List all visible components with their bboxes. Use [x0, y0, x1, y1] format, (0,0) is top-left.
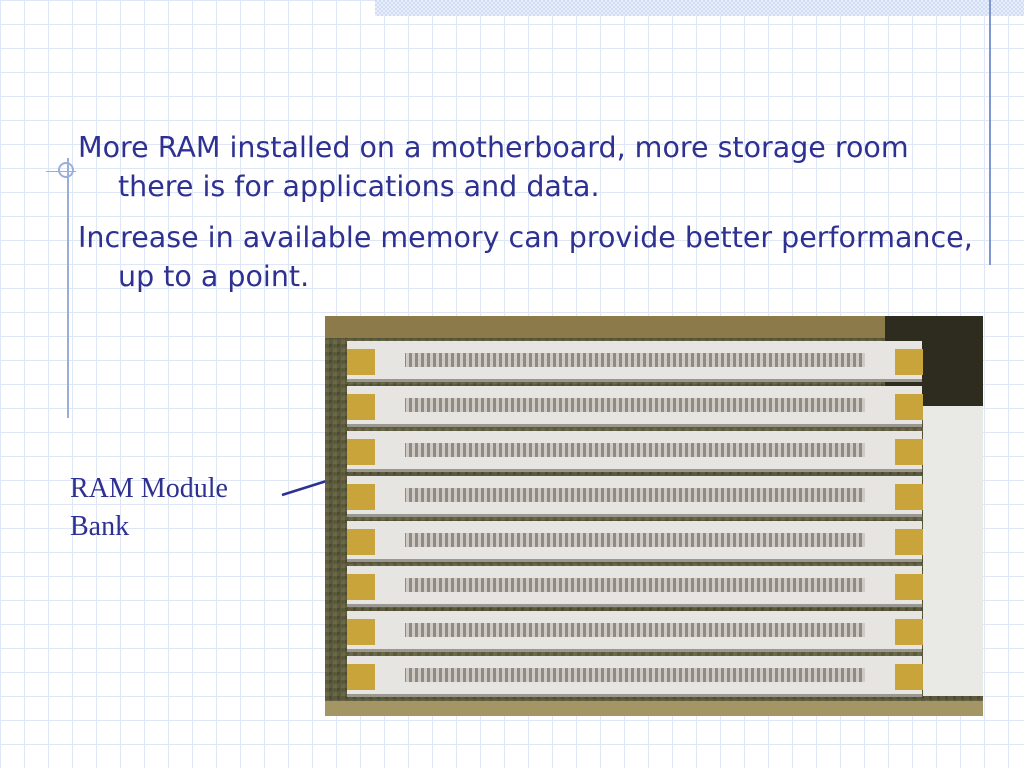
bullet-item: More RAM installed on a motherboard, mor… [78, 131, 909, 203]
decor-circle-icon [58, 162, 74, 178]
ram-slots [347, 341, 923, 697]
photo-caption: RAM Module Bank [70, 470, 290, 546]
bullet-list: More RAM installed on a motherboard, mor… [78, 128, 978, 308]
decor-vertical-line-right [989, 0, 991, 265]
bullet-item: Increase in available memory can provide… [78, 221, 973, 293]
decor-vertical-line-left [67, 158, 69, 418]
header-band [375, 0, 1024, 16]
caption-line-2: Bank [70, 511, 130, 542]
caption-line-1: RAM Module [70, 473, 228, 504]
ram-slots-photo [325, 316, 983, 716]
